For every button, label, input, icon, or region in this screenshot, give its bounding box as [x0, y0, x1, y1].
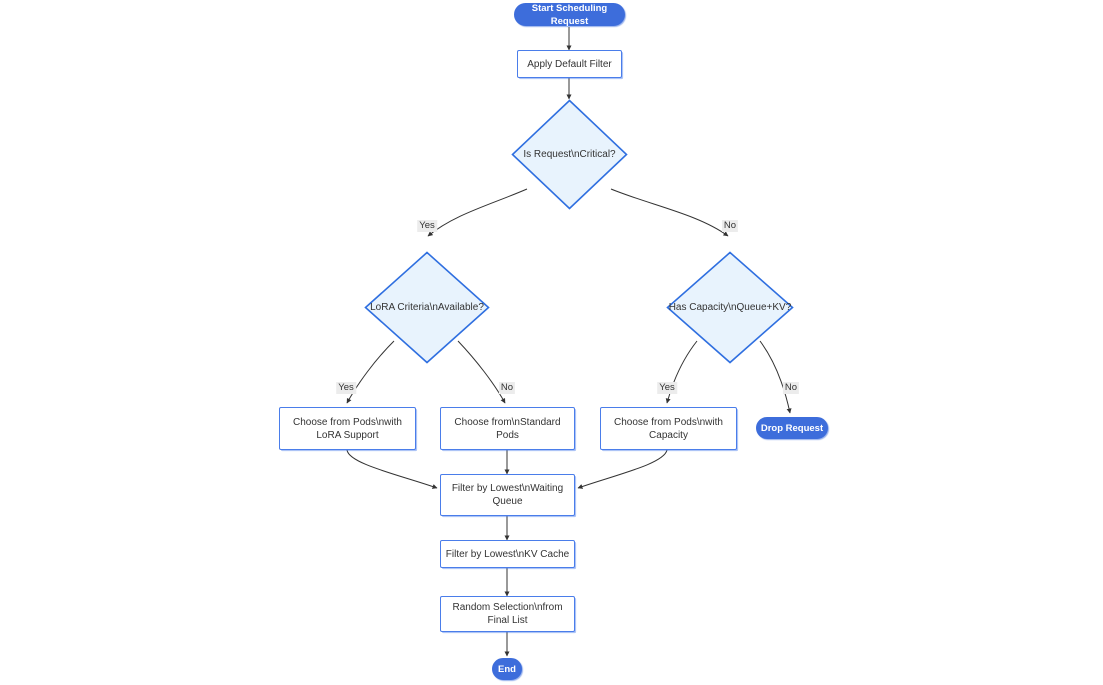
node-end-label: End	[498, 663, 516, 675]
edge-label-text: Yes	[659, 382, 675, 393]
node-lora-criteria-available[interactable]: LoRA Criteria\nAvailable?	[364, 251, 490, 364]
node-choose-pods-lora-support-line1: Choose from Pods\nwith	[293, 416, 402, 428]
node-lora-criteria-available-label: LoRA Criteria\nAvailable?	[370, 302, 484, 313]
node-random-selection-final-list-line2: Final List	[487, 615, 528, 626]
node-choose-standard-pods[interactable]: Choose from\nStandard Pods	[440, 407, 575, 450]
node-choose-standard-pods-line1: Choose from\nStandard	[454, 416, 561, 428]
edge-choose-capacity-to-filter-queue	[577, 449, 668, 489]
edge-label-text: No	[500, 382, 514, 393]
node-filter-lowest-waiting-queue[interactable]: Filter by Lowest\nWaiting Queue	[440, 474, 575, 516]
edge-label-capacity-yes: Yes	[657, 382, 677, 394]
node-filter-lowest-kv-cache[interactable]: Filter by Lowest\nKV Cache	[440, 540, 575, 568]
node-choose-pods-capacity-line2: Capacity	[649, 429, 688, 441]
diamond-icon	[666, 251, 794, 364]
node-drop-request-label: Drop Request	[760, 422, 824, 434]
edge-label-text: Yes	[419, 220, 435, 231]
node-random-selection-final-list[interactable]: Random Selection\nfrom Final List	[440, 596, 575, 632]
edge-label-lora-yes: Yes	[336, 382, 356, 394]
edge-is-critical-no-to-capacity	[610, 188, 729, 237]
node-has-capacity[interactable]: Has Capacity\nQueue+KV?	[666, 251, 794, 364]
edge-choose-lora-to-filter-queue	[346, 449, 438, 489]
edge-label-text: No	[784, 382, 798, 393]
diamond-icon	[364, 251, 490, 364]
diamond-icon	[511, 99, 628, 210]
edge-label-lora-no: No	[498, 382, 516, 394]
node-is-request-critical-label: Is Request\nCritical?	[523, 149, 616, 160]
edge-label-capacity-no: No	[782, 382, 800, 394]
edge-label-text: Yes	[338, 382, 354, 393]
node-drop-request[interactable]: Drop Request	[756, 417, 828, 439]
edge-label-critical-no: No	[721, 220, 739, 232]
node-filter-lowest-kv-cache-label: Filter by Lowest\nKV Cache	[445, 548, 570, 560]
node-end[interactable]: End	[492, 658, 522, 680]
node-filter-lowest-waiting-queue-line2: Queue	[492, 496, 523, 507]
node-apply-default-filter[interactable]: Apply Default Filter	[517, 50, 622, 78]
node-start[interactable]: Start Scheduling Request	[514, 2, 625, 27]
edge-label-text: No	[723, 220, 737, 231]
node-choose-pods-capacity[interactable]: Choose from Pods\nwith Capacity	[600, 407, 737, 450]
node-choose-pods-capacity-line1: Choose from Pods\nwith	[614, 416, 723, 428]
edge-label-critical-yes: Yes	[417, 220, 437, 232]
node-apply-default-filter-label: Apply Default Filter	[527, 58, 612, 70]
node-choose-pods-lora-support[interactable]: Choose from Pods\nwith LoRA Support	[279, 407, 416, 450]
node-filter-lowest-waiting-queue-line1: Filter by Lowest\nWaiting	[451, 483, 564, 494]
node-choose-standard-pods-line2: Pods	[496, 429, 519, 441]
node-random-selection-final-list-line1: Random Selection\nfrom	[452, 602, 563, 613]
node-start-label: Start Scheduling Request	[531, 2, 608, 27]
node-has-capacity-label: Has Capacity\nQueue+KV?	[668, 302, 792, 313]
node-choose-pods-lora-support-line2: LoRA Support	[316, 429, 379, 441]
node-is-request-critical[interactable]: Is Request\nCritical?	[511, 99, 628, 210]
